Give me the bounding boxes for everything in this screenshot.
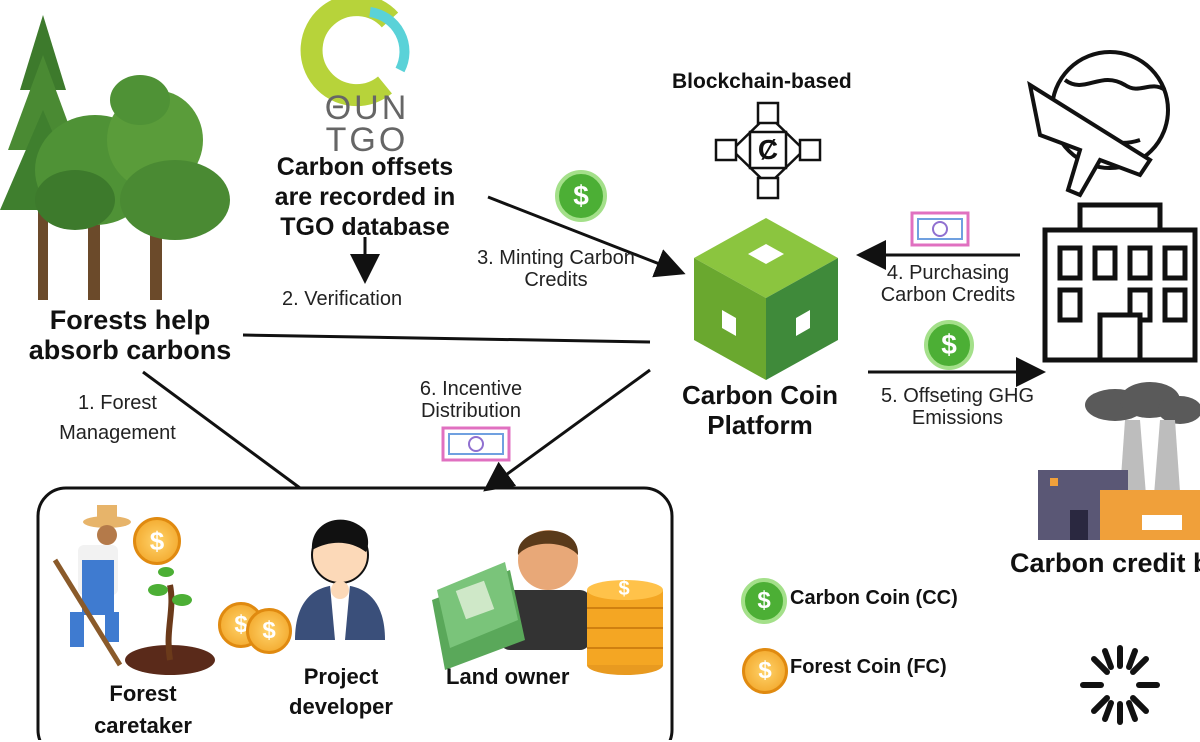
step-2-label: 2. Verification xyxy=(282,288,403,310)
carbon-coin-platform-cube xyxy=(694,218,838,380)
coin-symbol: $ xyxy=(758,657,772,684)
forest-coin-icon: $ xyxy=(608,576,640,602)
burst-logo-icon xyxy=(1080,645,1160,725)
project-developer-figure xyxy=(295,519,385,640)
platform-label: Carbon Coin Platform xyxy=(682,380,838,440)
tgo-logo-line1: ΘUN xyxy=(324,89,410,127)
forest-caption: Forests help absorb carbons xyxy=(28,305,232,365)
arrow-minting xyxy=(487,195,686,278)
carbon-coin-icon: $ xyxy=(555,170,607,222)
legend-carbon-coin-icon: $ xyxy=(741,578,787,624)
carbon-coin-icon: $ xyxy=(924,320,974,370)
blockchain-symbol: Ȼ xyxy=(757,134,779,165)
line-forest-management xyxy=(142,370,301,490)
forest-coin-icon: $ xyxy=(133,517,181,565)
legend-forest-coin-icon: $ xyxy=(742,648,788,694)
stakeholder-box xyxy=(36,486,674,740)
forest-coin-icon: $ xyxy=(246,608,292,654)
arrow-incentive xyxy=(483,368,651,492)
step-5-label: 5. Offseting GHG Emissions xyxy=(880,385,1035,429)
coin-symbol: $ xyxy=(262,617,276,644)
caretaker-label: Forest caretaker xyxy=(94,681,192,738)
step-3-label: 3. Minting Carbon Credits xyxy=(477,247,635,291)
banknote-icon xyxy=(441,426,511,462)
tgo-logo-line2: TGO xyxy=(325,121,409,159)
step-6-label: 6. Incentive Distribution xyxy=(419,378,523,422)
developer-label: Project developer xyxy=(289,664,393,719)
line-forest-platform xyxy=(242,333,651,344)
coin-symbol: $ xyxy=(149,526,165,556)
land-owner-figure xyxy=(432,530,663,675)
coin-symbol: $ xyxy=(757,587,771,614)
globe-plane-icon xyxy=(1027,50,1170,198)
tgo-logo-text: ΘUN TGO xyxy=(312,89,422,159)
coin-symbol: $ xyxy=(573,180,589,211)
office-building-icon xyxy=(1042,202,1198,363)
step-4-label: 4. Purchasing Carbon Credits xyxy=(880,262,1016,306)
flow-arrows xyxy=(142,195,1046,492)
coin-stack-icon xyxy=(587,580,663,675)
tgo-logo xyxy=(300,0,410,107)
factory-icon xyxy=(1038,382,1200,540)
step-1-label: 1. Forest Management xyxy=(59,392,176,444)
cash-stack-icon xyxy=(432,562,525,670)
legend-cc-label: Carbon Coin (CC) xyxy=(790,587,958,609)
coin-symbol: $ xyxy=(234,611,248,638)
buyer-label: Carbon credit buyer xyxy=(1010,548,1200,578)
blockchain-label: Blockchain-based xyxy=(672,70,852,93)
tgo-caption: Carbon offsets are recorded in TGO datab… xyxy=(274,153,456,241)
landowner-label: Land owner xyxy=(446,664,570,689)
coin-symbol: $ xyxy=(941,329,957,360)
banknote-icon xyxy=(910,211,970,247)
forest-caretaker-figure xyxy=(52,505,215,675)
coin-symbol: $ xyxy=(618,578,630,600)
legend-fc-label: Forest Coin (FC) xyxy=(790,656,947,678)
forest-trees-icon xyxy=(0,15,230,300)
blockchain-network-icon xyxy=(714,101,822,200)
